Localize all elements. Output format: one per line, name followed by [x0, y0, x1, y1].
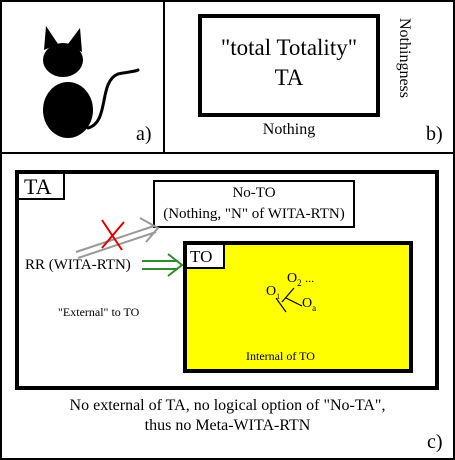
to-tag-box — [187, 245, 225, 269]
total-totality-box — [198, 14, 380, 117]
ta-box — [15, 170, 439, 390]
ta-tag-label: TA — [24, 174, 52, 199]
cat-silhouette-icon — [43, 26, 140, 138]
no-to-subtitle: (Nothing, "N" of WITA-RTN) — [163, 206, 345, 222]
o-left: O1 — [266, 284, 281, 301]
crossed-arrow-icon — [75, 217, 160, 259]
divider-vertical — [163, 0, 165, 154]
caption-line-1: No external of TA, no logical option of … — [69, 397, 386, 414]
o-right: Oa — [302, 296, 317, 313]
panel-a-label: a) — [136, 123, 152, 145]
to-tag-label: TO — [190, 247, 213, 266]
nothingness-label: Nothingness — [396, 18, 413, 98]
nothing-label: Nothing — [262, 121, 316, 138]
ta-tag-box — [19, 174, 65, 200]
internal-label: Internal of TO — [246, 349, 315, 363]
object-links-icon — [275, 287, 303, 313]
no-to-title: No-TO — [232, 185, 276, 201]
caption-line-2: thus no Meta-WITA-RTN — [144, 417, 311, 434]
panel-c-label: c) — [427, 431, 443, 453]
no-to-box — [153, 180, 355, 228]
ta-label: TA — [274, 65, 304, 90]
panel-b-label: b) — [426, 123, 443, 145]
o-top: O2 ... — [287, 271, 315, 288]
external-label: "External" to TO — [58, 305, 140, 319]
green-arrow-icon — [142, 253, 184, 277]
total-totality-label: "total Totality" — [220, 35, 358, 60]
divider-horizontal — [0, 152, 455, 154]
rr-label: RR (WITA-RTN) — [25, 257, 131, 273]
